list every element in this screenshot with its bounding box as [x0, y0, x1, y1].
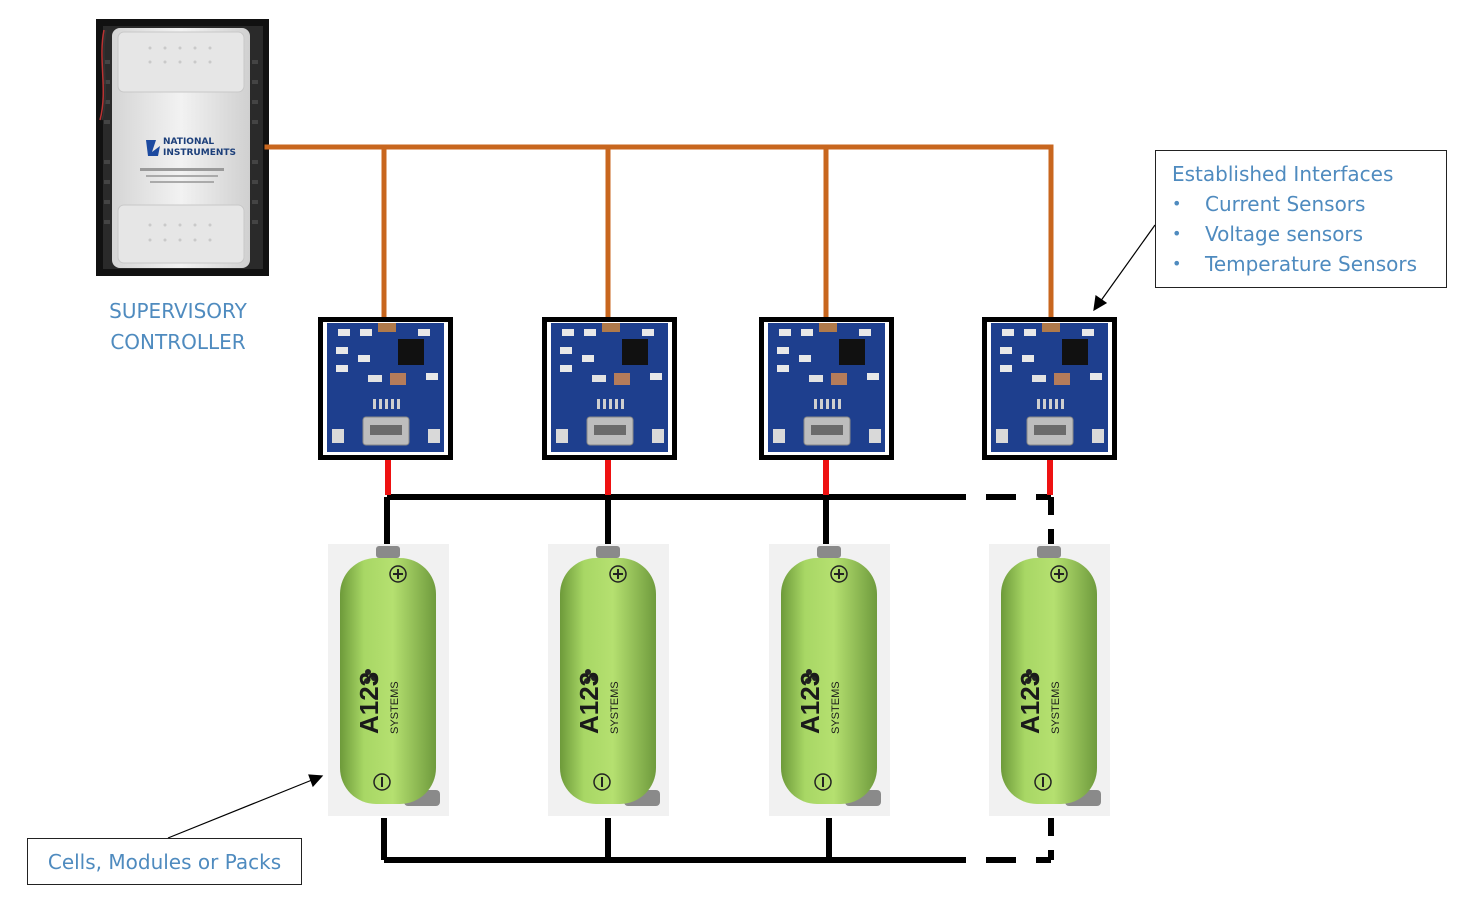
interfaces-list: Current Sensors Voltage sensors Temperat… — [1172, 189, 1446, 279]
supervisory-label-line2: CONTROLLER — [110, 330, 246, 354]
cells-callout: Cells, Modules or Packs — [27, 838, 302, 885]
sensor-board-1 — [318, 317, 453, 460]
interfaces-title: Established Interfaces — [1172, 162, 1394, 186]
battery-cell-4: A123 SYSTEMS — [989, 544, 1110, 816]
battery-subtitle-text: SYSTEMS — [1050, 681, 1062, 734]
battery-subtitle-text: SYSTEMS — [830, 681, 842, 734]
battery-cell-2: A123 SYSTEMS — [548, 544, 669, 816]
battery-cell-1: A123 SYSTEMS — [328, 544, 449, 816]
interface-item-voltage: Voltage sensors — [1172, 219, 1446, 249]
sensor-board-4 — [982, 317, 1117, 460]
supervisory-controller-label: SUPERVISORY CONTROLLER — [60, 296, 296, 358]
interfaces-callout: Established Interfaces Current Sensors V… — [1155, 150, 1447, 288]
interface-item-current: Current Sensors — [1172, 189, 1446, 219]
callout-arrows — [167, 224, 1156, 839]
sensor-board-2 — [542, 317, 677, 460]
battery-brand-text: A123 — [354, 672, 384, 734]
battery-brand-text: A123 — [574, 672, 604, 734]
interface-item-temperature: Temperature Sensors — [1172, 249, 1446, 279]
ni-brand-line1: NATIONAL — [163, 137, 215, 147]
battery-subtitle-text: SYSTEMS — [389, 681, 401, 734]
battery-brand-text: A123 — [1015, 672, 1045, 734]
battery-subtitle-text: SYSTEMS — [609, 681, 621, 734]
ni-eagle-logo — [146, 140, 160, 156]
bottom-bus — [381, 818, 1054, 863]
communication-lines — [264, 144, 1054, 328]
battery-cell-3: A123 SYSTEMS — [769, 544, 890, 816]
top-bus — [384, 494, 1054, 545]
sensor-board-3 — [759, 317, 894, 460]
ni-daq-device — [96, 19, 269, 276]
supervisory-label-line1: SUPERVISORY — [109, 299, 247, 323]
power-leads — [385, 455, 1053, 495]
ni-brand-line2: INSTRUMENTS — [163, 148, 236, 158]
battery-brand-text: A123 — [795, 672, 825, 734]
